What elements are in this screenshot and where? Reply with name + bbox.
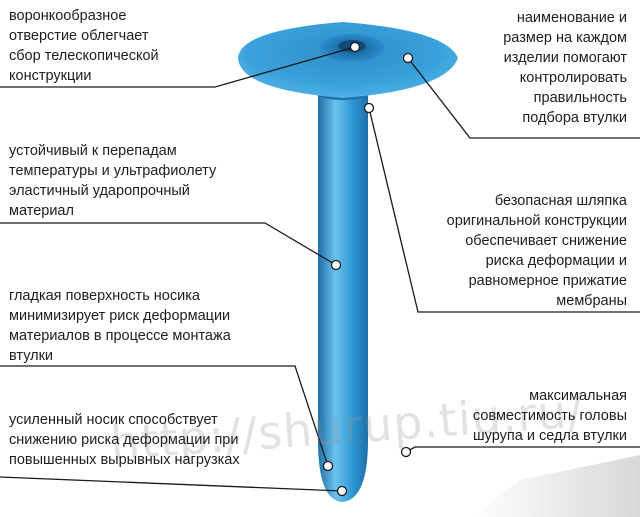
- leader-smooth-tip: [0, 365, 329, 467]
- leader-funnel-hole: [0, 46, 356, 88]
- marker-elastic-material: [330, 259, 342, 271]
- callout-compatibility: максимальная совместимость головы шурупа…: [472, 388, 627, 444]
- callout-elastic-material: устойчивый к перепадам температуры и уль…: [9, 143, 217, 219]
- marker-compatibility: [400, 446, 412, 458]
- marker-funnel-hole: [349, 41, 361, 53]
- leader-safe-head: [368, 107, 640, 313]
- callout-smooth-tip: гладкая поверхность носика минимизирует …: [9, 288, 231, 364]
- callout-reinforced-tip: усиленный носик способствует снижению ри…: [9, 412, 240, 468]
- leader-compatibility: [405, 446, 640, 453]
- marker-name-and-size: [402, 52, 414, 64]
- marker-safe-head: [363, 102, 375, 114]
- leader-elastic-material: [0, 222, 337, 266]
- callout-funnel-hole: воронкообразное отверстие облегчает сбор…: [9, 8, 159, 84]
- dowel-shaft: [318, 88, 368, 502]
- leader-reinforced-tip: [0, 476, 343, 492]
- callout-safe-head: безопасная шляпка оригинальной конструкц…: [446, 193, 627, 309]
- callout-name-and-size: наименование и размер на каждом изделии …: [503, 10, 627, 126]
- leader-name-and-size: [407, 57, 640, 139]
- marker-reinforced-tip: [336, 485, 348, 497]
- marker-smooth-tip: [322, 460, 334, 472]
